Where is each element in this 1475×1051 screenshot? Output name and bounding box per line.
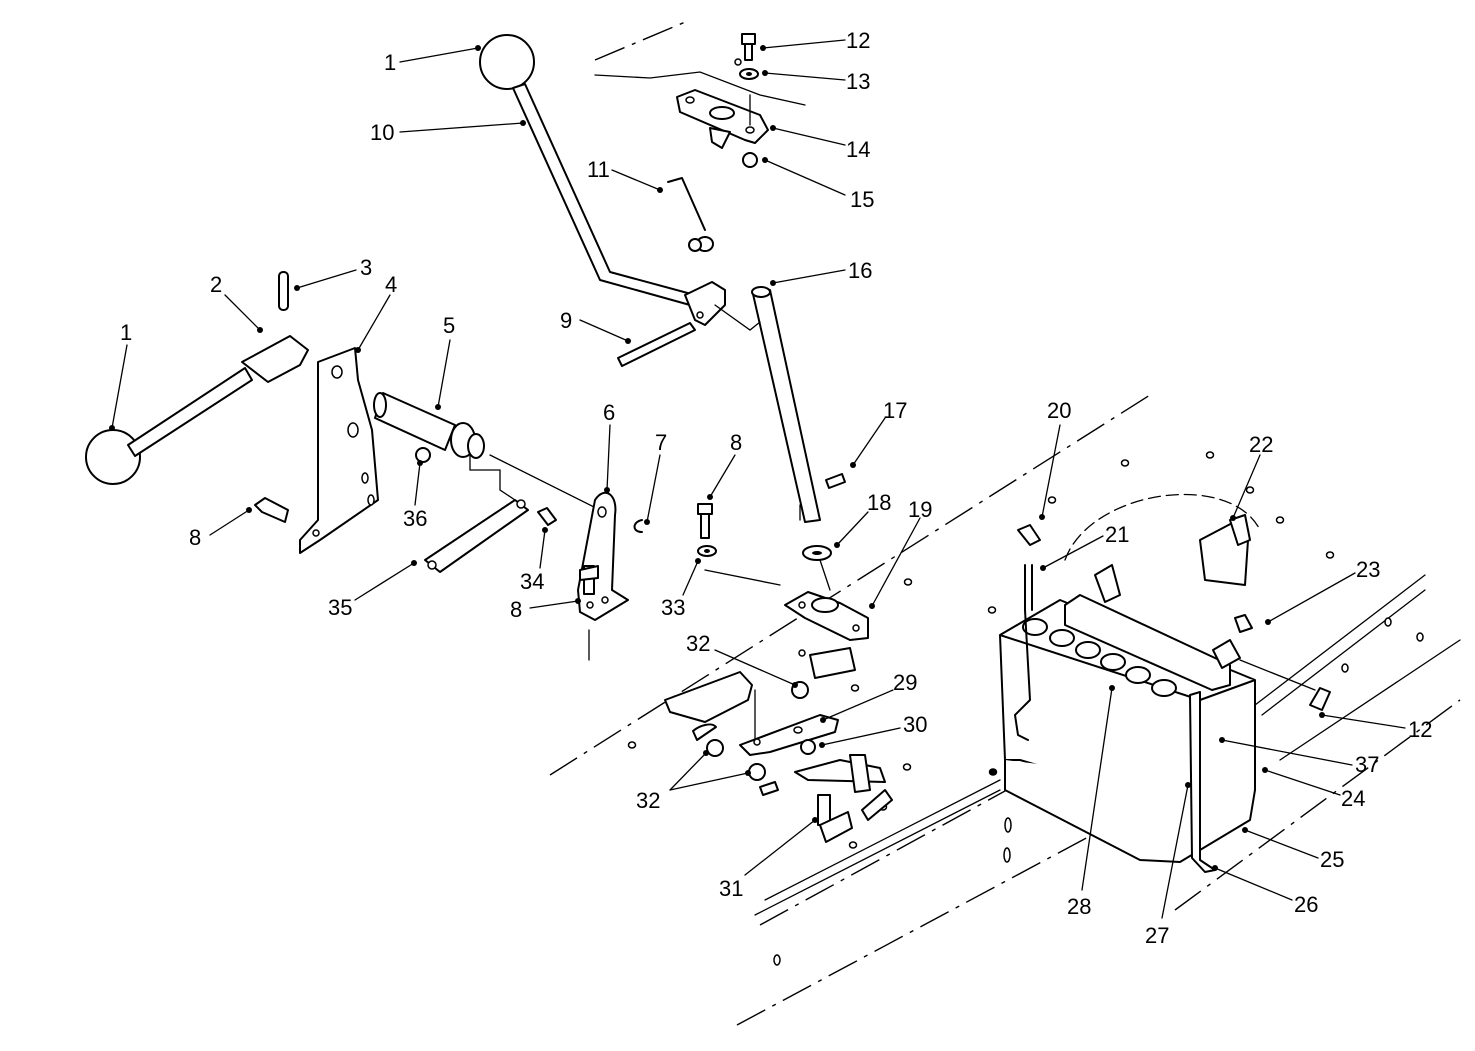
callout-27: 27 bbox=[1145, 923, 1169, 948]
callout-7: 7 bbox=[655, 430, 667, 455]
bellcrank bbox=[704, 559, 869, 641]
torsion-spring bbox=[667, 177, 714, 252]
callout-12b: 12 bbox=[1408, 717, 1432, 742]
callout-23: 23 bbox=[1356, 557, 1380, 582]
callout-15: 15 bbox=[850, 187, 874, 212]
callout-31: 31 bbox=[719, 876, 743, 901]
callout-24: 24 bbox=[1341, 786, 1365, 811]
callout-1a: 1 bbox=[384, 50, 396, 75]
shift-lever-upper bbox=[479, 34, 726, 326]
battery-caps bbox=[1022, 618, 1177, 697]
callout-33: 33 bbox=[661, 595, 685, 620]
frame-outline bbox=[549, 19, 1461, 1026]
callout-20: 20 bbox=[1047, 398, 1071, 423]
nut-15 bbox=[742, 152, 758, 168]
callout-32a: 32 bbox=[686, 631, 710, 656]
callout-30: 30 bbox=[903, 712, 927, 737]
callout-14: 14 bbox=[846, 137, 870, 162]
nut-36 bbox=[415, 447, 431, 463]
callout-8a: 8 bbox=[189, 525, 201, 550]
callout-13: 13 bbox=[846, 69, 870, 94]
callout-16: 16 bbox=[848, 258, 872, 283]
washer-18 bbox=[802, 545, 832, 561]
callout-17: 17 bbox=[883, 398, 907, 423]
callout-2: 2 bbox=[210, 272, 222, 297]
fitting-31 bbox=[817, 789, 893, 843]
callout-26: 26 bbox=[1294, 892, 1318, 917]
bolt-left bbox=[254, 497, 289, 523]
bolt-34 bbox=[537, 507, 557, 526]
callout-5: 5 bbox=[443, 313, 455, 338]
callout-19: 19 bbox=[908, 497, 932, 522]
bolt-8-middle bbox=[697, 503, 717, 557]
callout-25: 25 bbox=[1320, 847, 1344, 872]
pin-9 bbox=[617, 322, 696, 367]
upright-bracket bbox=[577, 491, 629, 661]
callout-9: 9 bbox=[560, 308, 572, 333]
frame-holes bbox=[627, 58, 1424, 966]
callout-18: 18 bbox=[867, 490, 891, 515]
battery bbox=[999, 524, 1331, 873]
shift-lever-left bbox=[85, 271, 309, 485]
callout-labels: 1 1 2 3 4 5 6 7 8 8 8 9 10 11 12 12 13 1… bbox=[120, 28, 1432, 948]
callout-8b: 8 bbox=[510, 597, 522, 622]
lower-plates bbox=[664, 647, 886, 796]
e-clip bbox=[633, 519, 643, 533]
battery-hold-down bbox=[1064, 493, 1261, 603]
upper-plate bbox=[676, 89, 769, 149]
pivot-shaft bbox=[373, 392, 601, 511]
callout-6: 6 bbox=[603, 400, 615, 425]
callout-22: 22 bbox=[1249, 432, 1273, 457]
bracket-plate bbox=[299, 347, 379, 554]
washer-13 bbox=[739, 68, 759, 80]
bolt-top bbox=[741, 33, 756, 61]
callout-11: 11 bbox=[587, 157, 610, 182]
callout-12a: 12 bbox=[846, 28, 870, 53]
callout-21: 21 bbox=[1105, 522, 1129, 547]
callout-36: 36 bbox=[403, 506, 427, 531]
callout-29: 29 bbox=[893, 670, 917, 695]
leader-lines bbox=[109, 39, 1406, 919]
callout-37: 37 bbox=[1355, 752, 1379, 777]
callout-4: 4 bbox=[385, 272, 397, 297]
callout-28: 28 bbox=[1067, 894, 1091, 919]
callout-10: 10 bbox=[370, 120, 394, 145]
callout-32b: 32 bbox=[636, 788, 660, 813]
callout-3: 3 bbox=[360, 255, 372, 280]
callout-34: 34 bbox=[520, 569, 544, 594]
link-rod bbox=[424, 499, 529, 573]
callout-35: 35 bbox=[328, 595, 352, 620]
callout-8c: 8 bbox=[730, 430, 742, 455]
control-rod bbox=[714, 286, 821, 523]
callout-1b: 1 bbox=[120, 320, 132, 345]
pin-17 bbox=[825, 473, 846, 489]
